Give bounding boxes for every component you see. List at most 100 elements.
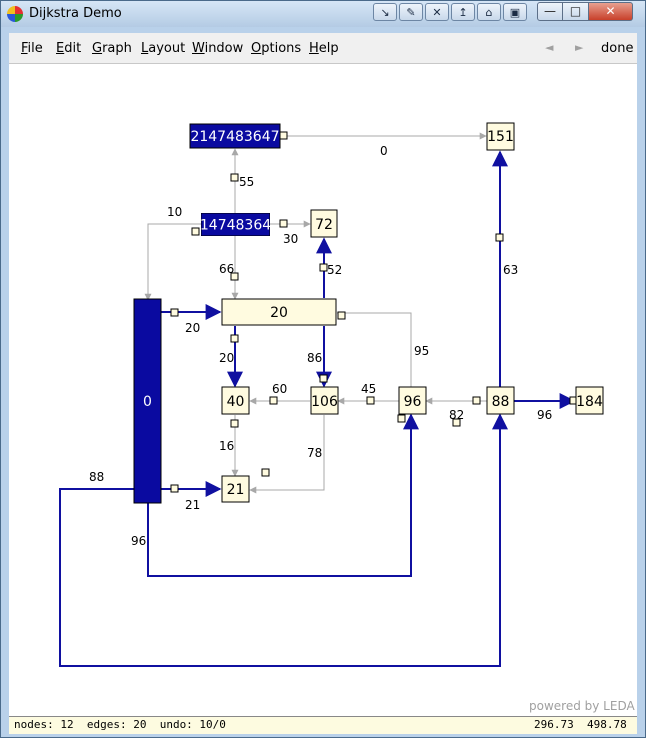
home-icon[interactable]: ⌂ (477, 3, 501, 21)
node-label: 106 (311, 394, 338, 410)
edge-label-88-184: 96 (537, 408, 552, 422)
edge-handle[interactable] (319, 374, 328, 383)
edge-label-40-21: 16 (219, 439, 234, 453)
maximize-button[interactable]: □ (563, 2, 589, 21)
edge-handle[interactable] (319, 263, 328, 272)
node-label: 151 (487, 129, 514, 145)
menu-layout[interactable]: Layout (141, 41, 186, 56)
node-88[interactable]: 88 (486, 386, 515, 415)
edge-handle[interactable] (452, 418, 461, 427)
edge-0-88[interactable] (59, 413, 508, 667)
node-label: 0 (143, 394, 152, 410)
edge-label-106-21: 78 (307, 446, 322, 460)
edge-handle[interactable] (261, 468, 270, 477)
export-icon[interactable]: ↘ (373, 3, 397, 21)
edge-handle[interactable] (230, 173, 239, 182)
status-coords: 296.73 498.78 (534, 718, 627, 731)
edge-handle[interactable] (191, 227, 200, 236)
node-40[interactable]: 40 (221, 386, 250, 415)
menu-file[interactable]: File (21, 41, 43, 56)
status-counts: nodes: 12 edges: 20 undo: 10/0 (14, 718, 226, 731)
status-bar: nodes: 12 edges: 20 undo: 10/0 296.73 49… (9, 716, 637, 734)
graph-canvas[interactable]: 0 55 30 10 66 52 20 20 86 95 60 45 82 63… (9, 64, 637, 716)
node-label: 40 (227, 394, 245, 410)
node-label: 2147483647 (191, 218, 280, 234)
menu-help[interactable]: Help (309, 41, 339, 56)
edge-handle[interactable] (397, 414, 406, 423)
edge-label-96-106: 45 (361, 382, 376, 396)
edge-label-top-151: 0 (380, 144, 388, 158)
edge-0-96[interactable] (147, 413, 419, 577)
edge-handle[interactable] (472, 396, 481, 405)
edge-handle[interactable] (230, 334, 239, 343)
node-top[interactable]: 2147483647 (189, 123, 281, 149)
edge-label-0-21: 21 (185, 498, 200, 512)
capture-icon[interactable]: ▣ (503, 3, 527, 21)
node-72[interactable]: 72 (310, 209, 338, 238)
edge-mid-0[interactable] (144, 223, 201, 301)
edge-handle[interactable] (495, 233, 504, 242)
node-184[interactable]: 184 (575, 386, 604, 415)
title-bar[interactable]: Dijkstra Demo ↘ ✎ ✕ ↥ ⌂ ▣ — □ ✕ (1, 1, 645, 27)
close-button[interactable]: ✕ (589, 2, 633, 21)
edge-label-88-96: 82 (449, 408, 464, 422)
node-151[interactable]: 151 (486, 122, 515, 151)
done-button[interactable]: done (601, 41, 634, 56)
menu-graph[interactable]: Graph (92, 41, 132, 56)
menu-window[interactable]: Window (192, 41, 244, 56)
edge-handle[interactable] (279, 219, 288, 228)
node-label: 96 (404, 394, 422, 410)
leda-watermark: powered by LEDA (529, 699, 635, 713)
edge-106-21[interactable] (249, 415, 325, 494)
edge-label-20-72: 52 (327, 263, 342, 277)
node-106[interactable]: 106 (310, 386, 339, 415)
node-label: 88 (492, 394, 510, 410)
window-controls: — □ ✕ (537, 2, 633, 21)
node-label: 2147483647 (190, 129, 279, 145)
edge-handle[interactable] (269, 396, 278, 405)
edge-handle[interactable] (279, 131, 288, 140)
menu-bar: File Edit Graph Layout Window Options He… (9, 33, 637, 64)
edit-icon[interactable]: ✎ (399, 3, 423, 21)
edge-handle[interactable] (366, 396, 375, 405)
menu-options[interactable]: Options (251, 41, 302, 56)
edge-label-20-40: 20 (219, 351, 234, 365)
node-mid[interactable]: 2147483647 (191, 213, 280, 236)
edge-label-88-151: 63 (503, 263, 518, 277)
edge-label-106-40: 60 (272, 382, 287, 396)
node-96[interactable]: 96 (398, 386, 427, 415)
edge-label-0-88: 88 (89, 470, 104, 484)
node-label: 72 (315, 217, 333, 233)
edge-label-mid-20: 66 (219, 262, 234, 276)
minimize-button[interactable]: — (537, 2, 563, 21)
window-title: Dijkstra Demo (29, 6, 122, 21)
node-label: 20 (270, 305, 288, 321)
node-0[interactable]: 0 (133, 298, 162, 504)
node-21[interactable]: 21 (221, 475, 250, 503)
edge-label-20-106: 86 (307, 351, 322, 365)
edge-handle[interactable] (170, 308, 179, 317)
edge-handle[interactable] (337, 311, 346, 320)
edge-label-0-96: 96 (131, 534, 146, 548)
node-label: 184 (576, 394, 603, 410)
edge-label-mid-72: 30 (283, 232, 298, 246)
titlebar-tools: ↘ ✎ ✕ ↥ ⌂ ▣ (373, 3, 527, 23)
edge-handle[interactable] (170, 484, 179, 493)
shuffle-icon[interactable]: ✕ (425, 3, 449, 21)
back-arrow-icon[interactable]: ◄ (545, 41, 554, 54)
edge-20-96[interactable] (337, 312, 412, 387)
edge-label-20-96: 95 (414, 344, 429, 358)
forward-arrow-icon[interactable]: ► (575, 41, 584, 54)
upload-icon[interactable]: ↥ (451, 3, 475, 21)
menu-edit[interactable]: Edit (56, 41, 82, 56)
edge-handle[interactable] (230, 272, 239, 281)
edge-handle[interactable] (230, 419, 239, 428)
graph-svg[interactable]: 0 55 30 10 66 52 20 20 86 95 60 45 82 63… (9, 64, 637, 716)
edge-label-mid-0: 10 (167, 205, 182, 219)
app-logo-icon (7, 6, 23, 22)
edge-label-mid-top: 55 (239, 175, 254, 189)
node-20[interactable]: 20 (221, 298, 337, 326)
edge-label-0-20: 20 (185, 321, 200, 335)
node-label: 21 (227, 482, 245, 498)
